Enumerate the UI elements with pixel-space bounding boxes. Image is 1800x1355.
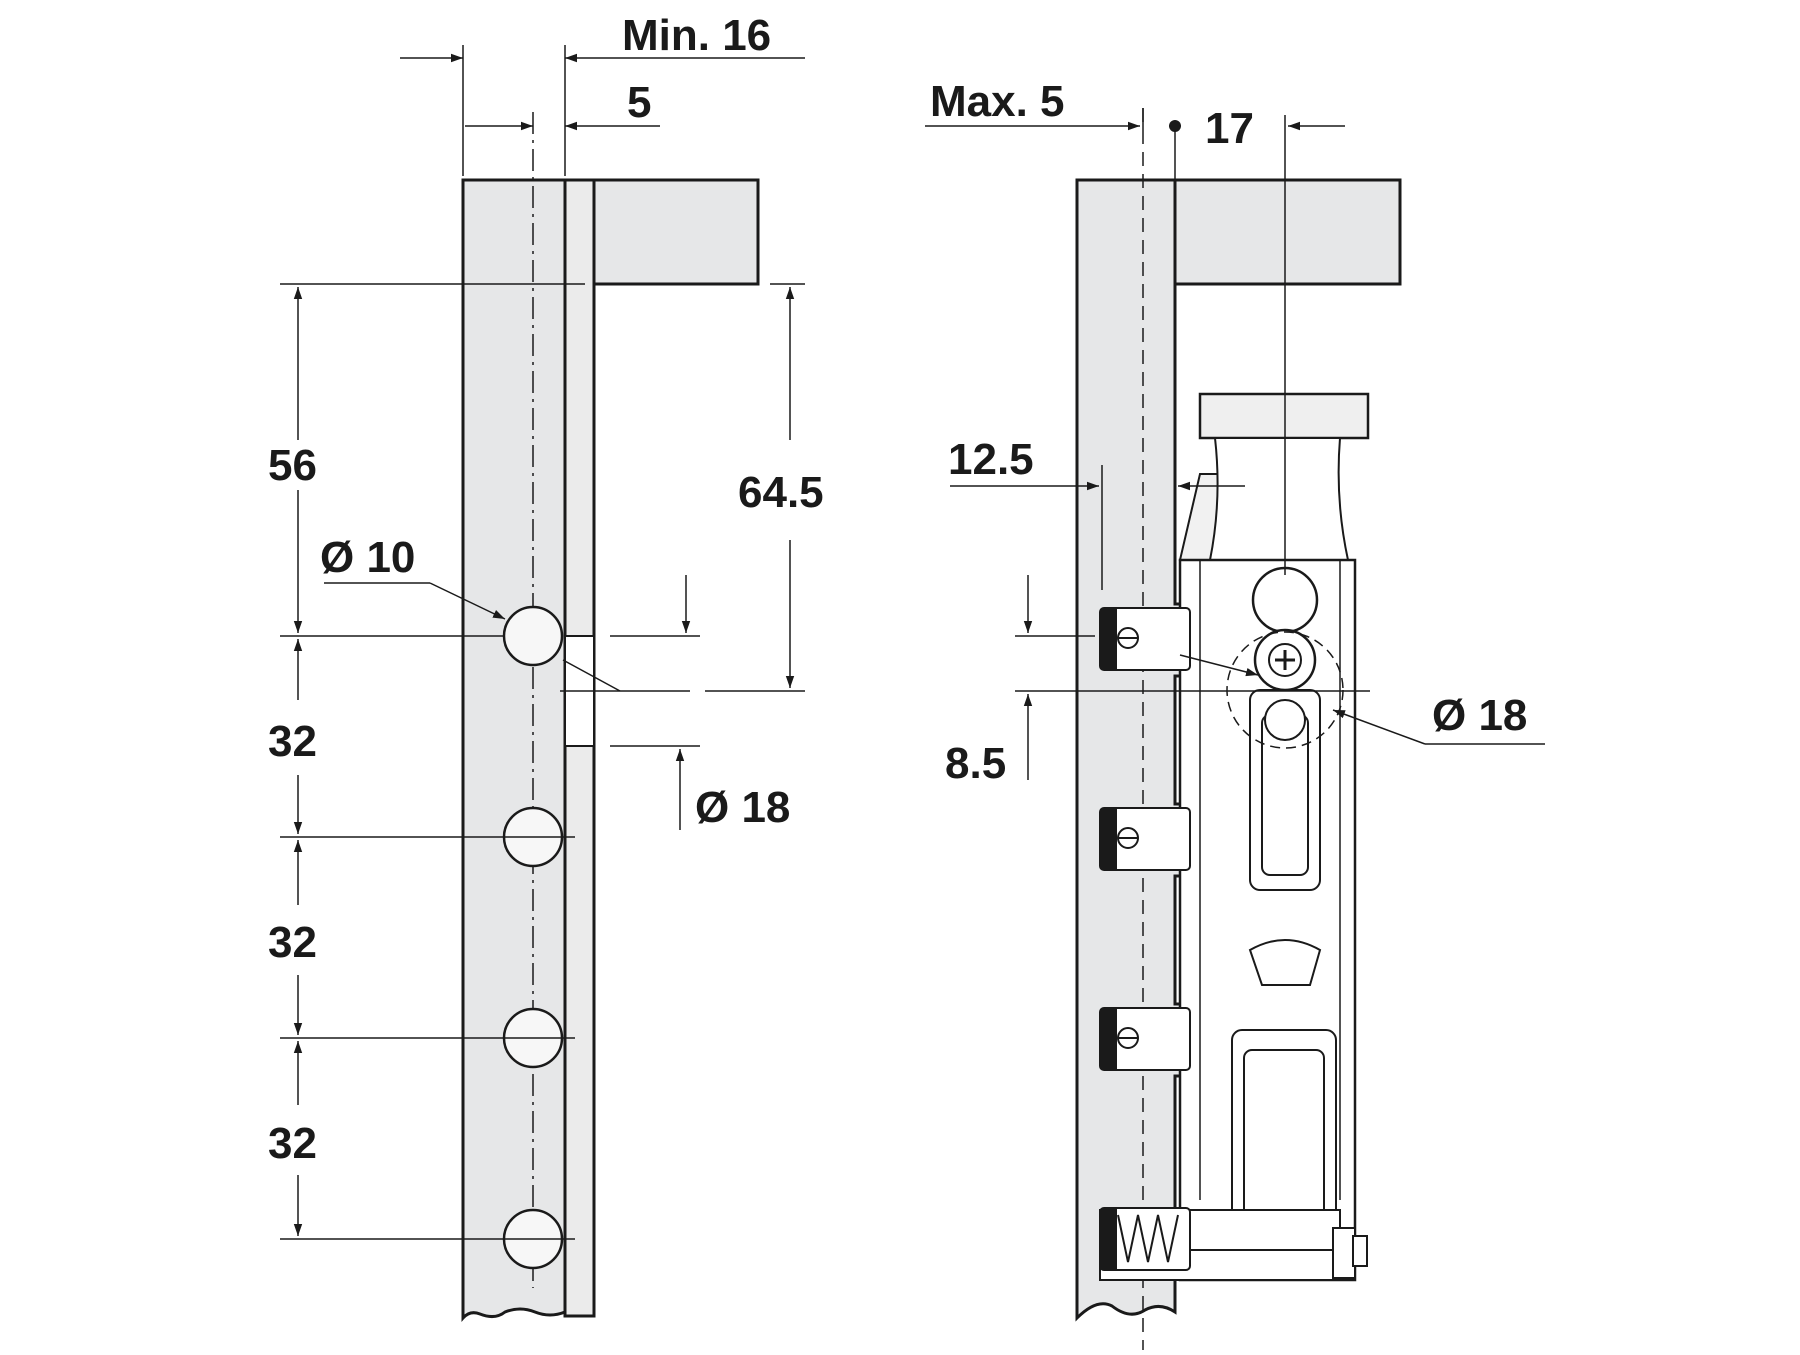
dim-cup-diameter-left: Ø 18 — [695, 783, 790, 832]
left-rail-strip — [563, 178, 596, 1318]
dim-max-5: Max. 5 — [930, 77, 1065, 126]
dim-cup-height-64-5: 64.5 — [738, 468, 824, 517]
left-view: Min. 16 5 56 Ø 10 32 32 32 64.5 Ø 18 — [268, 11, 824, 1322]
right-view: Max. 5 17 12.5 8.5 Ø 18 — [925, 77, 1545, 1350]
dowel — [1099, 607, 1191, 671]
dim-spacing-32: 32 — [268, 717, 317, 766]
dim-spacing-32: 32 — [268, 918, 317, 967]
dim-cup-diameter-right: Ø 18 — [1432, 691, 1527, 740]
right-top-panel — [1173, 178, 1402, 286]
spring-screw — [1099, 1207, 1191, 1271]
dim-cup-offset-8-5: 8.5 — [945, 739, 1006, 788]
cup-outline — [1226, 631, 1344, 749]
dim-depth-17: 17 — [1205, 104, 1254, 153]
dim-min-16: Min. 16 — [622, 11, 771, 60]
hinge-screw — [1251, 566, 1319, 634]
left-side-panel — [461, 178, 567, 1322]
system-hole — [502, 605, 564, 667]
dim-spacing-32: 32 — [268, 1119, 317, 1168]
dim-first-hole-56: 56 — [268, 441, 317, 490]
dim-setback-12-5: 12.5 — [948, 435, 1034, 484]
dim-hole-diameter: Ø 10 — [320, 533, 415, 582]
dowel — [1099, 1007, 1191, 1071]
left-top-panel — [592, 178, 760, 286]
right-side-panel — [1075, 178, 1197, 1322]
dowel — [1099, 807, 1191, 871]
dim-offset-5: 5 — [627, 78, 651, 127]
